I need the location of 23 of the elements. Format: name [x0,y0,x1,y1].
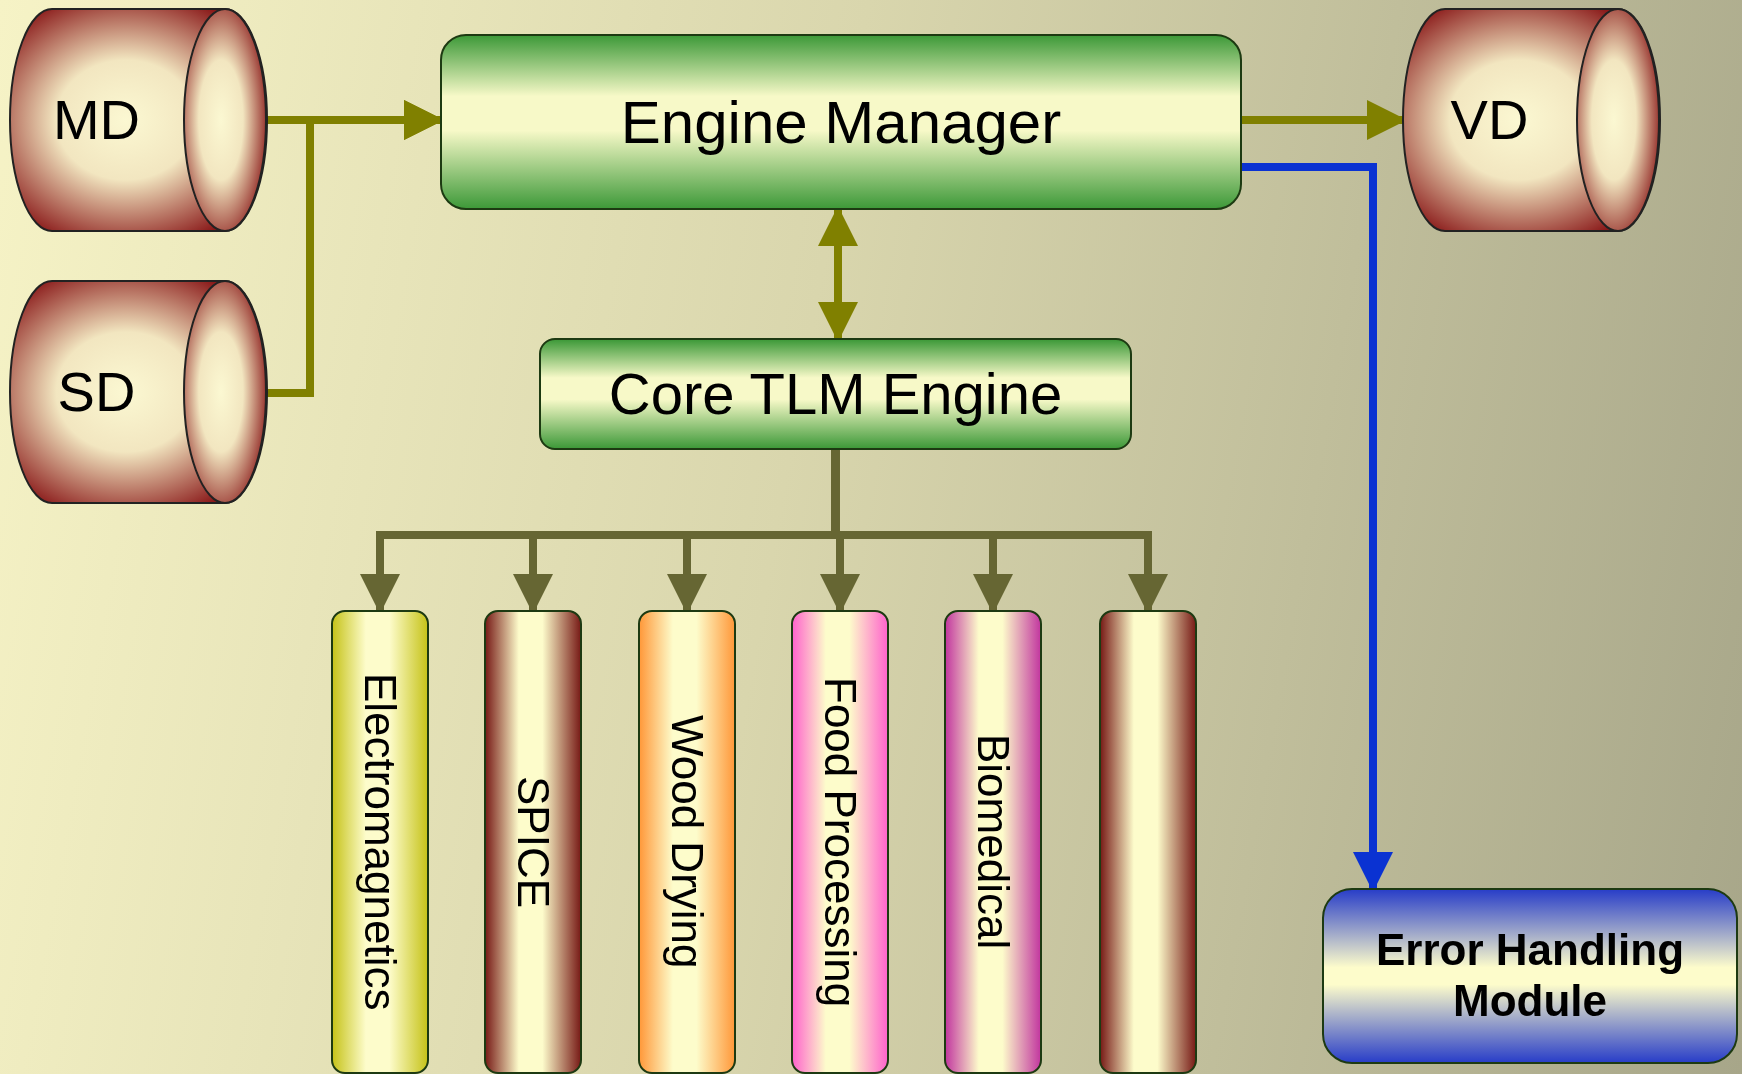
node-label: SD [57,359,137,425]
module-bar [944,610,1042,1074]
node-label: Wood Drying [662,715,713,969]
node-label: SPICE [508,775,559,908]
node-label: Electromagnetics [355,673,406,1011]
node-label: Engine Manager [619,87,1063,157]
process-box [440,34,1242,210]
module-bar [484,610,582,1074]
process-box [539,338,1132,450]
database-cylinder [10,8,267,232]
process-box [1322,888,1738,1064]
node-label: VD [1450,87,1530,153]
database-cylinder [1403,8,1660,232]
database-cylinder [10,280,267,504]
node-label: Error Handling Module [1375,925,1685,1027]
node-label: MD [52,87,142,153]
node-label: Food Processing [815,676,866,1008]
module-bar [638,610,736,1074]
node-label: Core TLM Engine [607,360,1064,428]
module-bar [331,610,429,1074]
node-label: Biomedical [968,734,1019,950]
module-bar [791,610,889,1074]
module-box [1099,610,1197,1074]
